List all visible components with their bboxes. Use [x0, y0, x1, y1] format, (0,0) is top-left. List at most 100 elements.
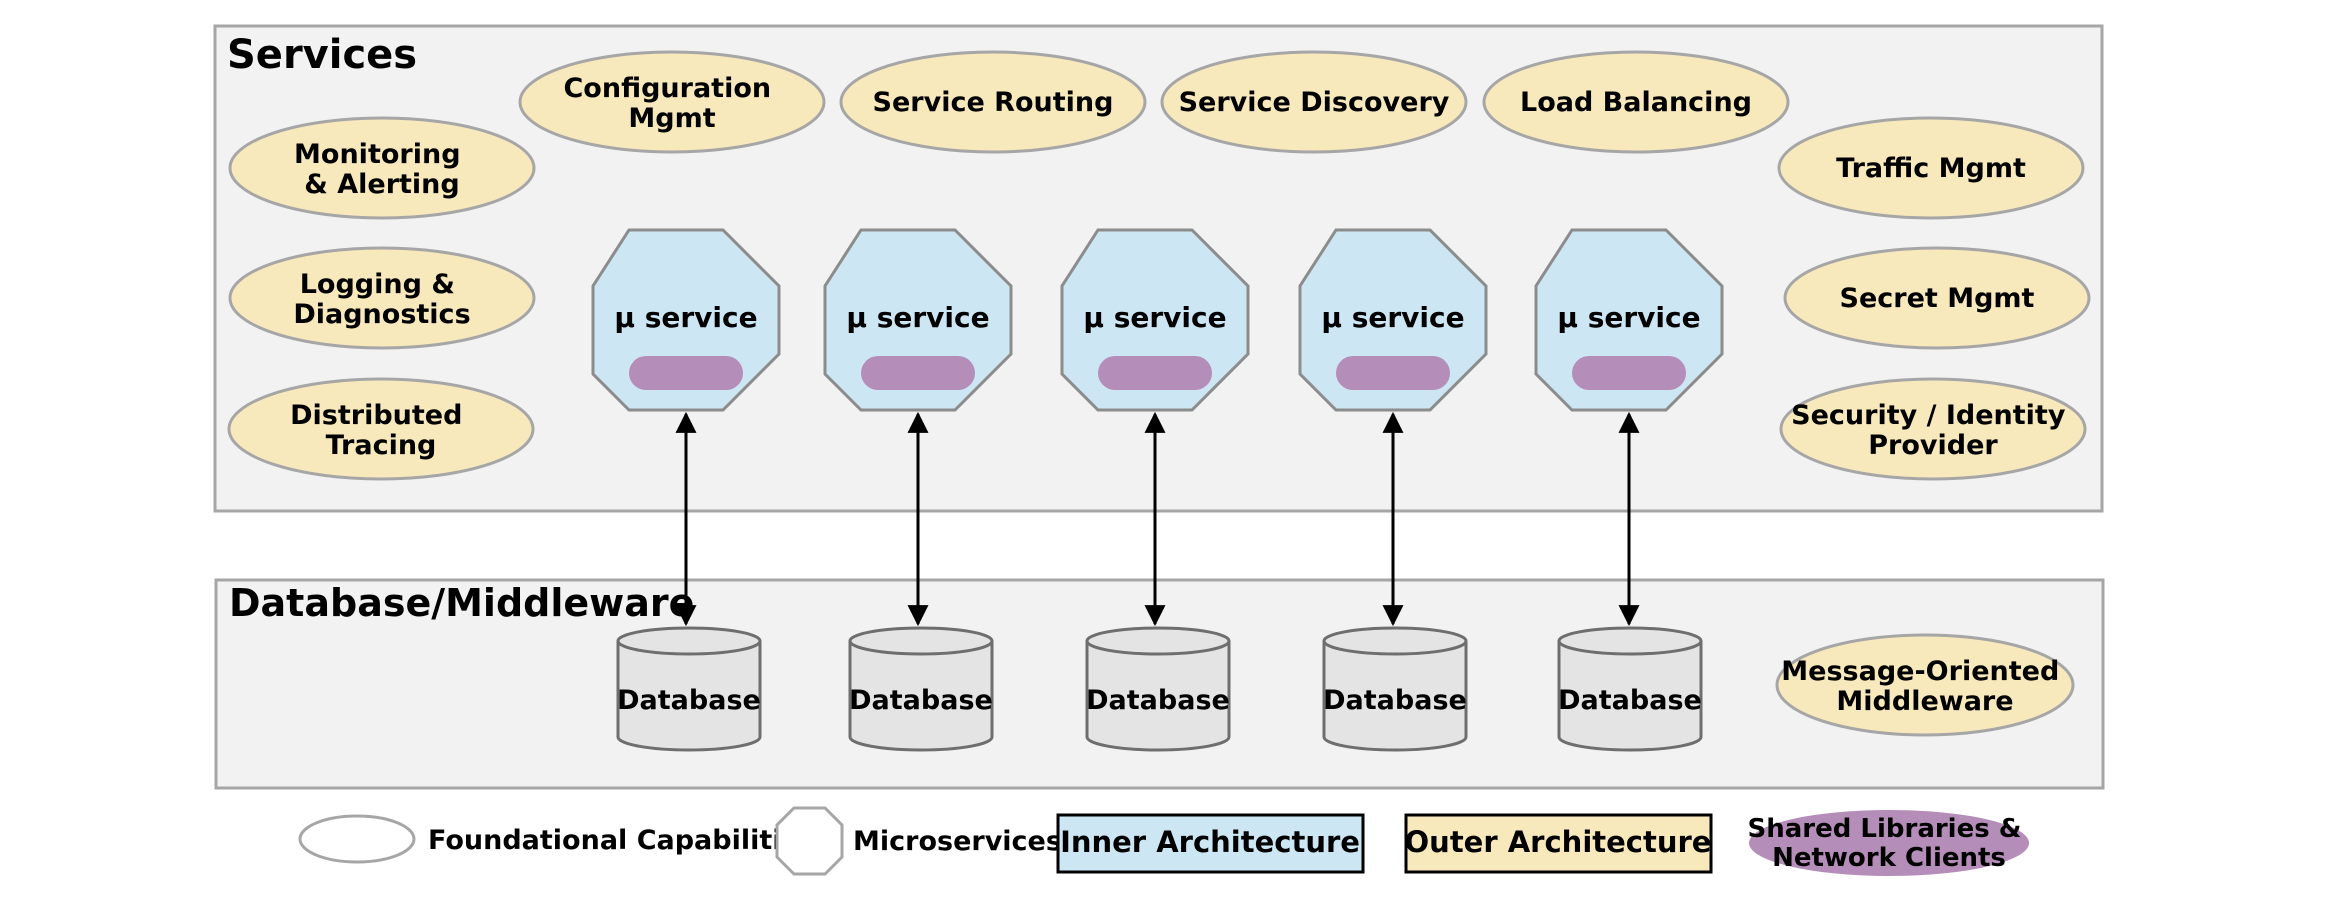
legend-octagon-swatch [775, 806, 844, 876]
cylinder-body [1557, 641, 1703, 752]
capability-label-line: Mgmt [628, 103, 715, 134]
capability-label: Logging & Diagnostics [293, 269, 470, 330]
databases-row: Database Database Database Database Data… [616, 626, 1703, 752]
capability-label: Message-Oriented Middleware [1781, 656, 2068, 717]
cylinder-body [848, 641, 994, 752]
capability-secret-mgmt: Secret Mgmt [1783, 246, 2091, 350]
cylinder-top [1085, 626, 1231, 656]
legend-label: Foundational Capabilities [428, 825, 816, 856]
capability-label-line: Monitoring [294, 139, 460, 170]
capability-configuration-mgmt: Configuration Mgmt [518, 50, 826, 154]
microservice-label: µ service [1083, 301, 1226, 334]
cylinder-top [848, 626, 994, 656]
middleware-capability: Message-Oriented Middleware [1775, 633, 2075, 737]
database-panel-title: Database/Middleware [229, 581, 694, 625]
capability-label-line: Distributed [290, 400, 462, 431]
capability-ellipse [1160, 50, 1468, 154]
database-label: Database [1558, 685, 1702, 716]
capability-label-line: Logging & [300, 269, 455, 300]
database-cylinder: Database [616, 626, 762, 752]
legend: Foundational Capabilities Microservices … [298, 806, 2031, 876]
capability-ellipse [228, 246, 536, 350]
capability-label-line: Security / Identity [1791, 400, 2066, 431]
legend-microservices: Microservices [775, 806, 1062, 876]
microservice-label: µ service [614, 301, 757, 334]
database-label: Database [1086, 685, 1230, 716]
capability-label: Distributed Tracing [290, 400, 472, 461]
shared-library-pill [861, 356, 975, 390]
microservice: µ service [591, 228, 781, 412]
capability-label-line: Secret Mgmt [1840, 283, 2035, 314]
database-label: Database [849, 685, 993, 716]
shared-library-pill [1098, 356, 1212, 390]
capability-distributed-tracing: Distributed Tracing [227, 377, 535, 481]
capability-label: Load Balancing [1520, 87, 1752, 118]
capability-security-identity-provider: Security / Identity Provider [1779, 377, 2087, 481]
shared-library-pill [629, 356, 743, 390]
capability-label-line: & Alerting [304, 169, 459, 200]
capability-label-line: Configuration [563, 73, 771, 104]
capability-ellipse [1482, 50, 1790, 154]
legend-shared-libraries: Shared Libraries & Network Clients [1748, 810, 2031, 876]
capability-label: Secret Mgmt [1840, 283, 2035, 314]
capability-label-line: Service Discovery [1179, 87, 1450, 118]
database-label: Database [617, 685, 761, 716]
capability-label-line: Diagnostics [293, 299, 470, 330]
capability-load-balancing: Load Balancing [1482, 50, 1790, 154]
capability-service-discovery: Service Discovery [1160, 50, 1468, 154]
capability-ellipse [227, 377, 535, 481]
microservice-label: µ service [846, 301, 989, 334]
capability-ellipse [228, 116, 536, 220]
cylinder-body [616, 641, 762, 752]
legend-label: Inner Architecture [1060, 825, 1360, 859]
database-cylinder: Database [848, 626, 994, 752]
legend-inner-box [1056, 813, 1365, 874]
shared-library-pill [1572, 356, 1686, 390]
capability-label-line: Message-Oriented [1781, 656, 2059, 687]
capability-ellipse [1777, 116, 2085, 220]
capability-label-line: Service Routing [873, 87, 1114, 118]
capability-label: Security / Identity Provider [1791, 400, 2075, 461]
cylinder-body [1322, 641, 1468, 752]
microservice: µ service [1060, 228, 1250, 412]
microservice: µ service [1534, 228, 1724, 412]
capabilities-left-column: Monitoring & Alerting Logging & Diagnost… [227, 116, 536, 481]
microservice: µ service [823, 228, 1013, 412]
service-database-connectors [675, 411, 1640, 627]
legend-label-line: Network Clients [1772, 843, 2006, 873]
capability-label-line: Provider [1868, 430, 1998, 461]
capability-label: Service Discovery [1179, 87, 1450, 118]
microservices-row: µ service µ service µ service µ service … [591, 228, 1724, 412]
capabilities-top-row: Configuration Mgmt Service Routing Servi… [518, 50, 1790, 154]
microservice-label: µ service [1321, 301, 1464, 334]
cylinder-top [1557, 626, 1703, 656]
capability-label-line: Traffic Mgmt [1836, 153, 2026, 184]
legend-inner-architecture: Inner Architecture [1056, 813, 1365, 874]
database-cylinder: Database [1322, 626, 1468, 752]
capability-ellipse [839, 50, 1147, 154]
capability-label-line: Middleware [1836, 686, 2013, 717]
database-cylinder: Database [1557, 626, 1703, 752]
capability-label: Monitoring & Alerting [294, 139, 470, 200]
shared-library-pill [1336, 356, 1450, 390]
legend-shared-swatch [1749, 810, 2029, 876]
legend-label: Shared Libraries & Network Clients [1748, 814, 2031, 873]
cylinder-top [1322, 626, 1468, 656]
capability-ellipse [1783, 246, 2091, 350]
legend-outer-box [1404, 813, 1713, 874]
legend-label: Outer Architecture [1405, 825, 1712, 859]
capability-logging-diagnostics: Logging & Diagnostics [228, 246, 536, 350]
services-panel-title: Services [227, 32, 417, 78]
capability-traffic-mgmt: Traffic Mgmt [1777, 116, 2085, 220]
capability-label: Configuration Mgmt [563, 73, 780, 134]
capability-label: Service Routing [873, 87, 1114, 118]
capability-label-line: Tracing [326, 430, 437, 461]
legend-foundational-capabilities: Foundational Capabilities [298, 814, 816, 864]
capability-label: Traffic Mgmt [1836, 153, 2026, 184]
capability-service-routing: Service Routing [839, 50, 1147, 154]
capabilities-right-column: Traffic Mgmt Secret Mgmt Security / Iden… [1777, 116, 2091, 481]
capability-ellipse [1775, 633, 2075, 737]
capability-label-line: Load Balancing [1520, 87, 1752, 118]
database-cylinder: Database [1085, 626, 1231, 752]
